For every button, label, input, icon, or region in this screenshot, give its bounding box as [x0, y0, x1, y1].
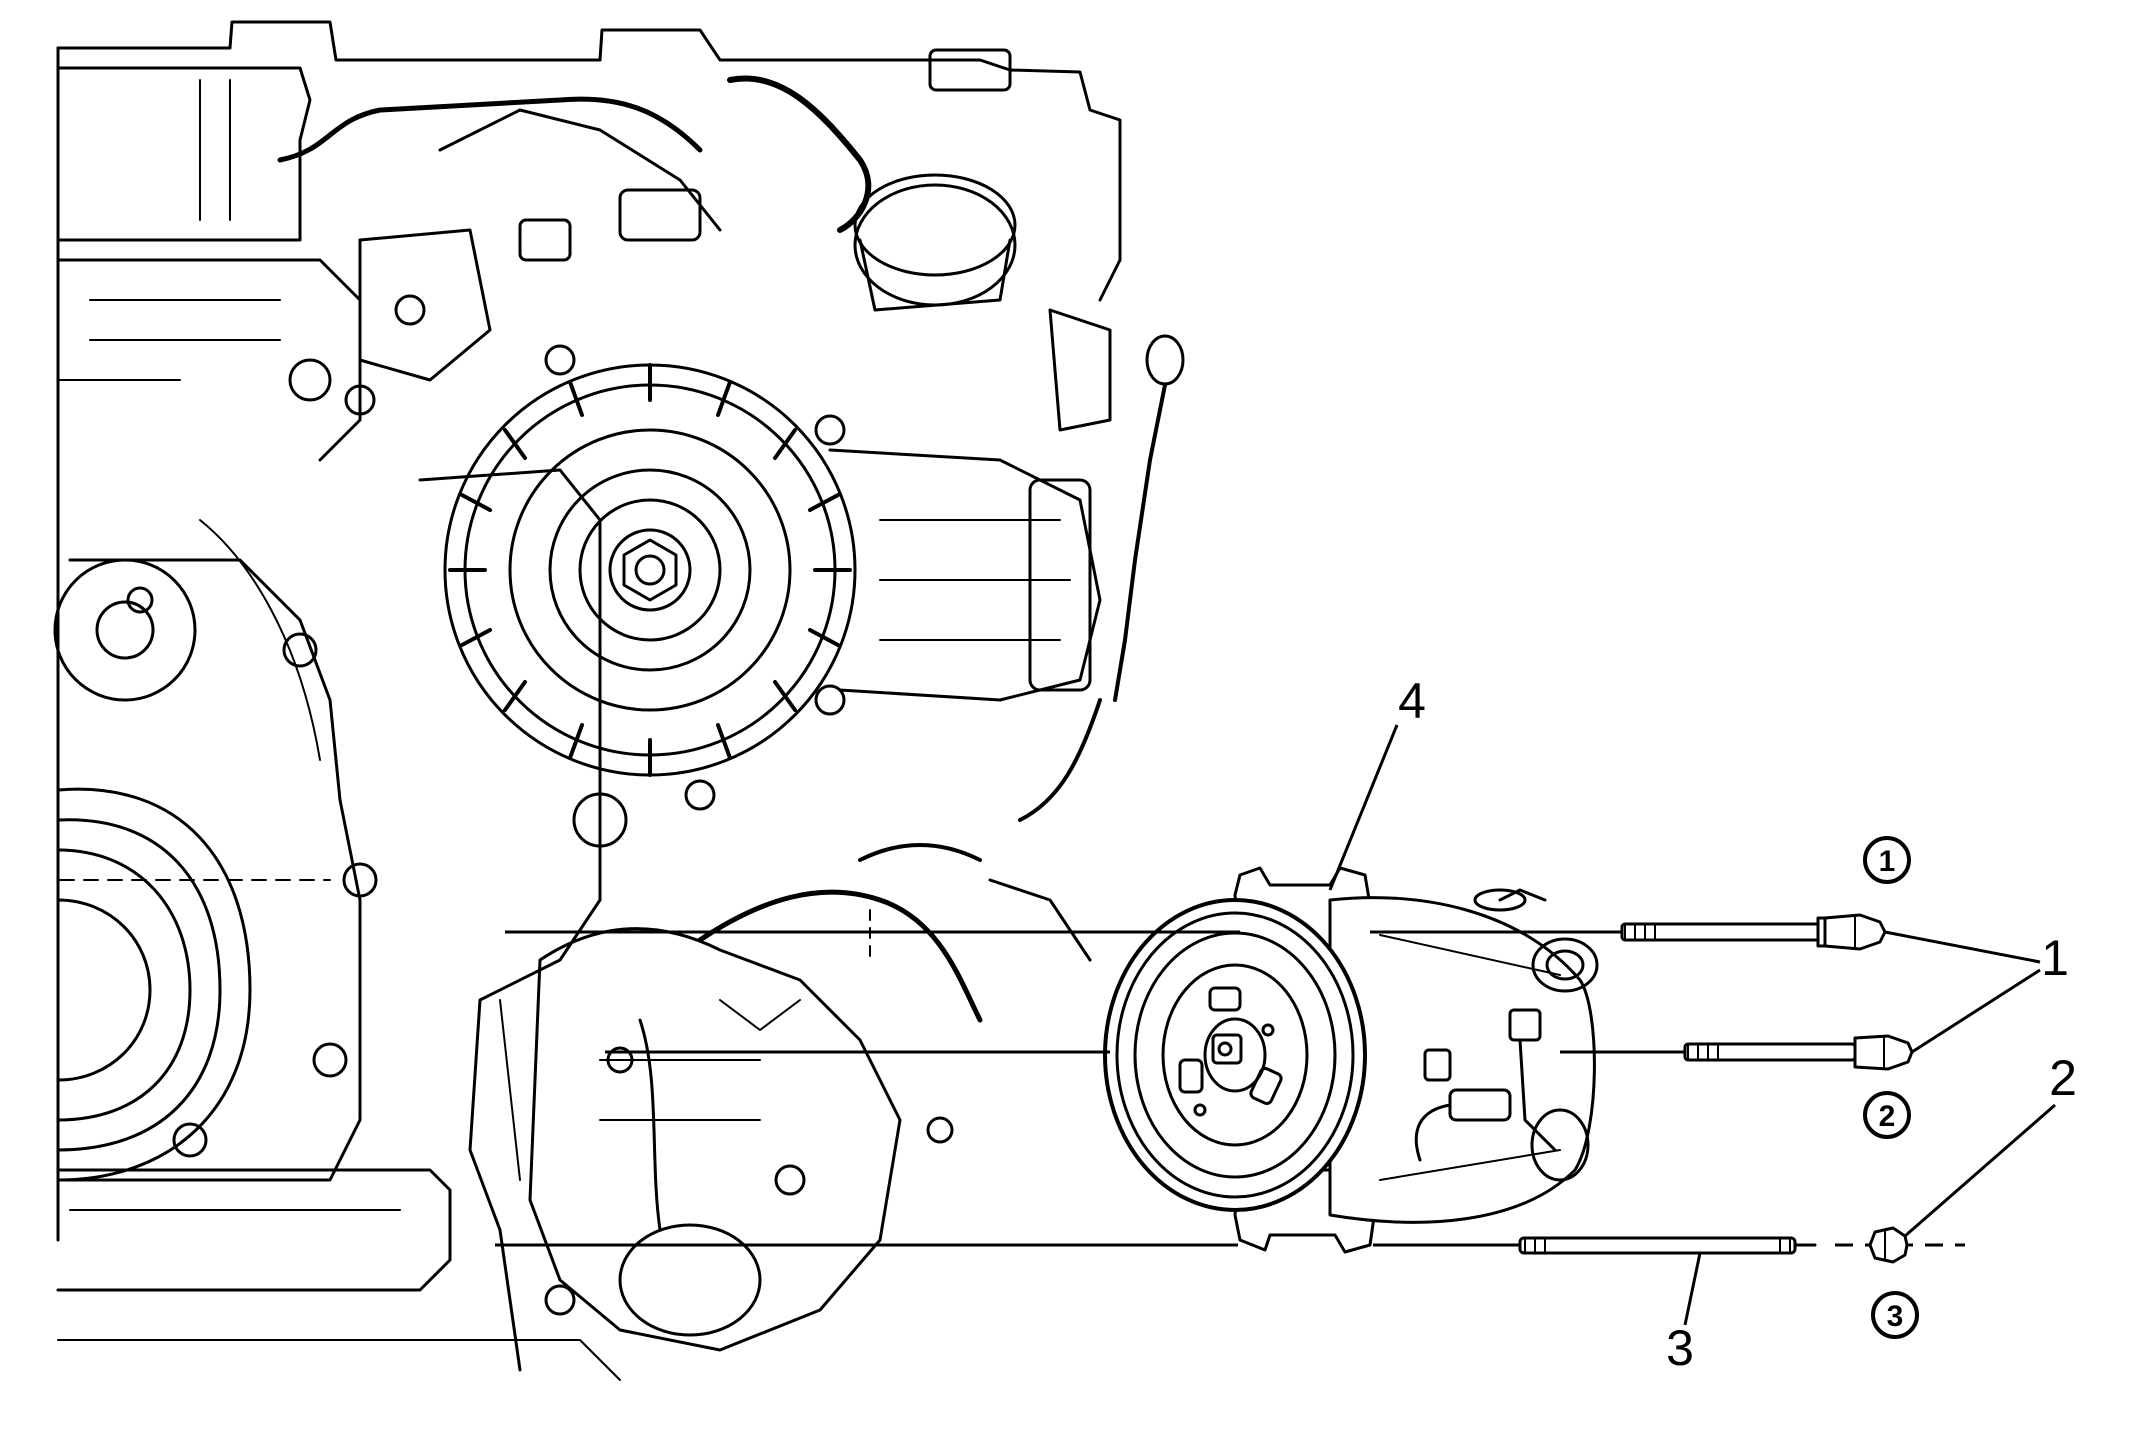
callout-number-4: 4: [1398, 673, 1426, 729]
nut-icon: [1868, 1226, 1909, 1264]
callout-number-1: 1: [2041, 930, 2069, 986]
bolt-icon: [1620, 913, 1887, 951]
ac-compressor-illustration: [1103, 866, 1599, 1254]
stud-icon: [1518, 1236, 1817, 1255]
sequence-marker-label: 1: [1879, 845, 1896, 878]
callout-number-3: 3: [1666, 1320, 1694, 1376]
bolt-icon: [1683, 1034, 1914, 1071]
sequence-circle-icon: [1871, 1291, 1919, 1339]
sequence-marker-label: 3: [1887, 1300, 1904, 1333]
sequence-marker-label: 2: [1879, 1100, 1896, 1133]
leader-lines: [1328, 724, 2056, 1326]
engine-block-illustration: [53, 20, 1185, 1381]
generator-illustration: [443, 308, 1112, 811]
sequence-circle-icon: [1863, 1091, 1911, 1139]
sequence-marker-3: 3: [1871, 1291, 1919, 1339]
sequence-marker-2: 2: [1863, 1091, 1911, 1139]
sequence-circle-icon: [1863, 836, 1911, 884]
sequence-marker-1: 1: [1863, 836, 1911, 884]
callout-number-2: 2: [2049, 1050, 2077, 1106]
